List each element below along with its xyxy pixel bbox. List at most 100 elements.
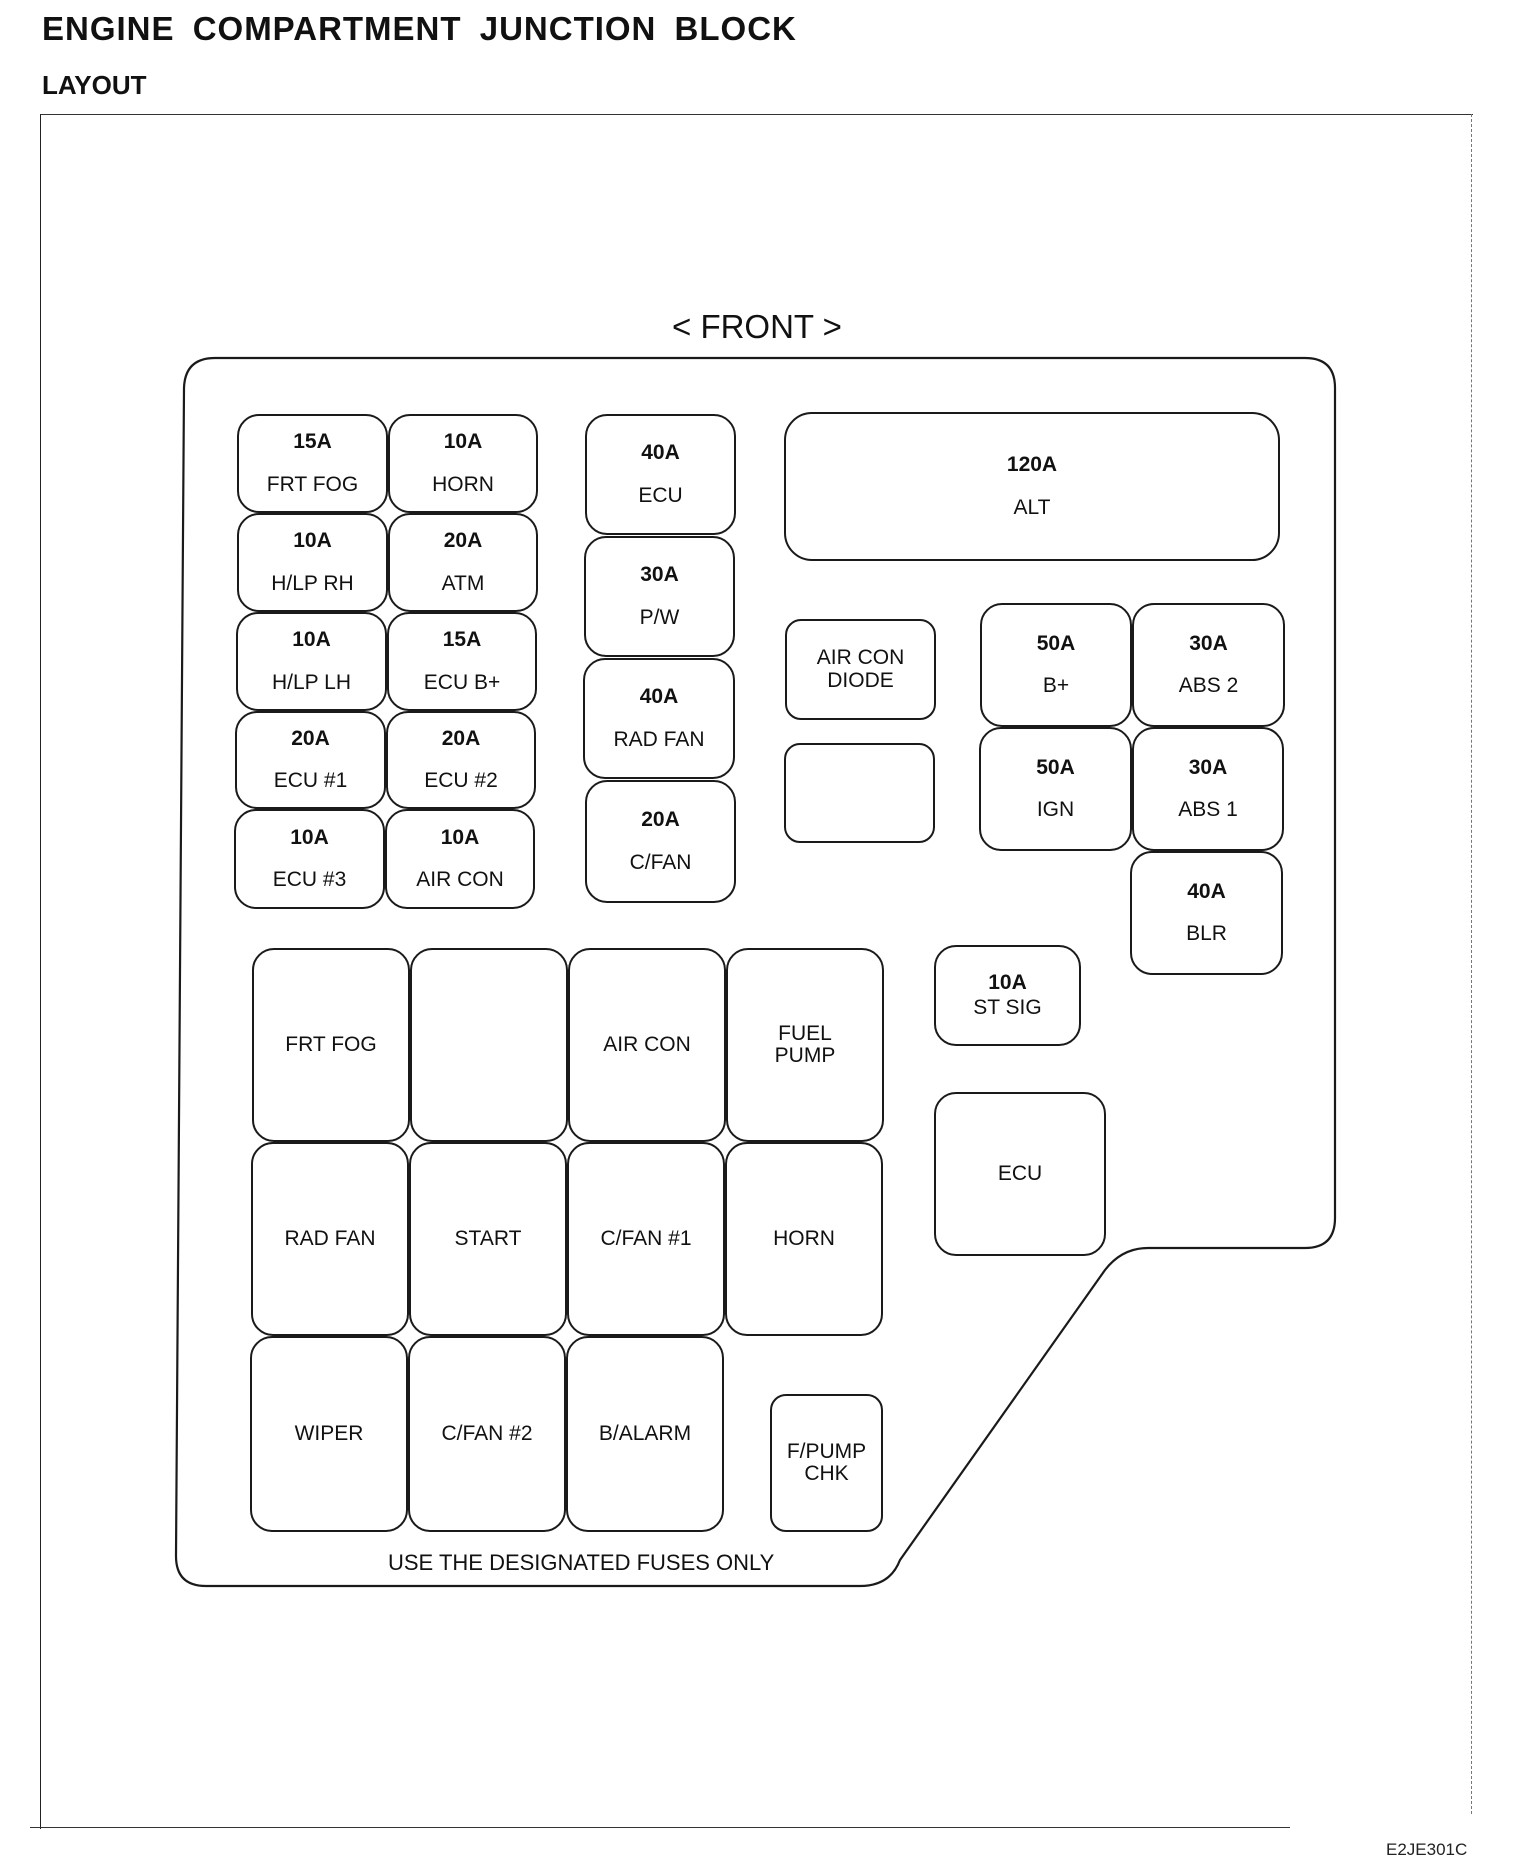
fuse-frt-fog: 15A FRT FOG xyxy=(237,414,388,513)
fuse-label: RAD FAN xyxy=(613,727,705,751)
fuse-ecu-3: 10A ECU #3 xyxy=(234,809,385,909)
page-title: ENGINE COMPARTMENT JUNCTION BLOCK xyxy=(42,10,797,47)
fuse-label: C/FAN xyxy=(629,850,692,874)
page-frame-bottom-edge xyxy=(30,1827,1290,1828)
fuse-amperage: 10A xyxy=(290,825,329,849)
fuse-rad-fan: 40A RAD FAN xyxy=(583,658,735,779)
relay-frt-fog: FRT FOG xyxy=(252,948,410,1142)
fuse-amperage: 20A xyxy=(441,726,481,750)
relay-label: AIR CON xyxy=(603,1032,691,1056)
fuse-label: ECU #3 xyxy=(272,868,347,891)
fuse-amperage: 20A xyxy=(443,529,483,553)
fuse-ecu-2: 20A ECU #2 xyxy=(386,711,536,809)
fuse-label: ECU xyxy=(638,483,683,507)
fuse-ign: 50A IGN xyxy=(979,727,1132,851)
relay-empty-slot xyxy=(784,743,935,843)
relay-b-alarm: B/ALARM xyxy=(566,1336,724,1532)
relay-label: FRT FOG xyxy=(285,1032,377,1056)
fuse-label: ECU #2 xyxy=(424,769,498,792)
relay-empty-slot xyxy=(410,948,568,1142)
fuse-label: B+ xyxy=(1042,674,1070,697)
relay-label: B/ALARM xyxy=(598,1421,692,1445)
relay-rad-fan: RAD FAN xyxy=(251,1142,409,1336)
fuse-abs-1: 30A ABS 1 xyxy=(1132,727,1284,851)
fuse-label: ST SIG xyxy=(973,995,1042,1019)
fuse-amperage: 30A xyxy=(1188,755,1228,779)
fuse-amperage: 20A xyxy=(641,808,680,832)
fuse-amperage: 40A xyxy=(641,441,680,465)
relay-f-pump-chk: F/PUMP CHK xyxy=(770,1394,883,1532)
fuse-ecu-b-plus: 15A ECU B+ xyxy=(387,612,537,711)
front-orientation-label: < FRONT > xyxy=(672,308,842,345)
fuse-pw: 30A P/W xyxy=(584,536,735,657)
fuse-amperage: 40A xyxy=(639,685,679,709)
fuse-ecu-40a: 40A ECU xyxy=(585,414,736,535)
fuse-amperage: 10A xyxy=(440,825,480,849)
fuse-alt: 120A ALT xyxy=(784,412,1280,561)
relay-air-con: AIR CON xyxy=(568,948,726,1142)
fuse-amperage: 10A xyxy=(988,971,1027,995)
fuse-label: ALT xyxy=(1013,495,1051,519)
fuse-label: ABS 1 xyxy=(1178,798,1238,821)
fuse-c-fan: 20A C/FAN xyxy=(585,780,736,903)
relay-label: START xyxy=(454,1226,522,1250)
fuse-horn: 10A HORN xyxy=(388,414,538,513)
relay-horn: HORN xyxy=(725,1142,883,1336)
relay-ecu: ECU xyxy=(934,1092,1106,1256)
fuse-amperage: 10A xyxy=(292,628,331,652)
figure-code: E2JE301C xyxy=(1386,1840,1468,1859)
fuse-st-sig: 10A ST SIG xyxy=(934,945,1081,1046)
fuse-amperage: 120A xyxy=(1006,453,1058,477)
fuse-label: FRT FOG xyxy=(266,472,359,496)
relay-wiper: WIPER xyxy=(250,1336,408,1532)
fuse-amperage: 15A xyxy=(442,628,482,652)
fuse-amperage: 30A xyxy=(1189,631,1228,655)
fuse-amperage: 40A xyxy=(1187,879,1226,903)
designated-fuses-note: USE THE DESIGNATED FUSES ONLY xyxy=(388,1550,775,1575)
fuse-ecu-1: 20A ECU #1 xyxy=(235,711,386,809)
fuse-air-con: 10A AIR CON xyxy=(385,809,535,909)
relay-fuel-pump: FUEL PUMP xyxy=(726,948,884,1142)
relay-label: F/PUMP CHK xyxy=(786,1439,867,1485)
fuse-label: AIR CON xyxy=(416,868,504,891)
fuse-amperage: 10A xyxy=(443,430,483,454)
fuse-hlp-rh: 10A H/LP RH xyxy=(237,513,388,612)
fuse-label: IGN xyxy=(1036,798,1075,821)
relay-label: AIR CON DIODE xyxy=(816,646,905,692)
fuse-label: ECU #1 xyxy=(273,769,348,792)
relay-label: C/FAN #1 xyxy=(600,1226,692,1250)
relay-label: RAD FAN xyxy=(284,1226,376,1250)
fuse-amperage: 50A xyxy=(1036,755,1075,779)
fuse-label: H/LP LH xyxy=(272,670,351,694)
relay-label: C/FAN #2 xyxy=(441,1421,533,1445)
relay-label: WIPER xyxy=(294,1421,364,1445)
fuse-label: ATM xyxy=(441,571,485,595)
relay-start: START xyxy=(409,1142,567,1336)
fuse-label: BLR xyxy=(1186,922,1227,945)
fuse-amperage: 20A xyxy=(291,726,330,750)
relay-label: FUEL PUMP xyxy=(774,1021,836,1067)
fuse-label: H/LP RH xyxy=(271,571,354,595)
relay-label: ECU xyxy=(997,1161,1043,1185)
fuse-label: ABS 2 xyxy=(1178,674,1239,697)
fuse-amperage: 15A xyxy=(293,430,332,454)
fuse-label: HORN xyxy=(432,472,494,496)
fuse-abs-2: 30A ABS 2 xyxy=(1132,603,1285,727)
relay-label: HORN xyxy=(773,1226,835,1250)
relay-c-fan-2: C/FAN #2 xyxy=(408,1336,566,1532)
fuse-amperage: 30A xyxy=(640,563,679,587)
fuse-amperage: 50A xyxy=(1036,631,1076,655)
fuse-amperage: 10A xyxy=(293,529,332,553)
relay-air-con-diode: AIR CON DIODE xyxy=(785,619,936,720)
fuse-atm: 20A ATM xyxy=(388,513,538,612)
fuse-label: P/W xyxy=(639,605,680,629)
fuse-label: ECU B+ xyxy=(423,670,501,694)
fuse-blr: 40A BLR xyxy=(1130,851,1283,975)
page-frame xyxy=(40,114,1473,1829)
page-subtitle: LAYOUT xyxy=(42,70,147,100)
fuse-b-plus: 50A B+ xyxy=(980,603,1132,727)
page-frame-right-edge xyxy=(1471,114,1472,1814)
relay-c-fan-1: C/FAN #1 xyxy=(567,1142,725,1336)
fuse-hlp-lh: 10A H/LP LH xyxy=(236,612,387,711)
